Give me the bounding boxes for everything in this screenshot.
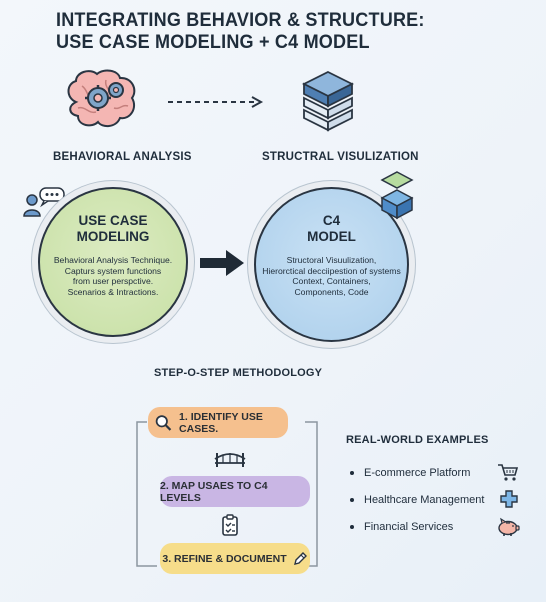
use-case-title-1: USE CASE <box>78 213 148 228</box>
example-ecommerce-label: E-commerce Platform <box>364 467 471 479</box>
use-case-body-4: Scenarios & Intractions. <box>67 286 159 297</box>
c4-body-1: Structoral Visuulization, <box>286 255 377 265</box>
examples-heading: REAL-WORLD EXAMPLES <box>346 434 489 446</box>
step-2-label: 2. MAP USAES TO C4 LEVELS <box>160 479 268 504</box>
medical-cross-icon <box>500 490 518 508</box>
checklist-icon <box>222 514 238 536</box>
page-title: INTEGRATING BEHAVIOR & STRUCTURE: USE CA… <box>56 10 425 54</box>
layered-blocks-icon <box>301 70 355 132</box>
c4-title-2: MODEL <box>307 229 356 244</box>
step-3-label: 3. REFINE & DOCUMENT <box>162 552 287 565</box>
step-1-pill: 1. IDENTIFY USE CASES. <box>148 407 288 438</box>
use-case-body-2: Capturs system functions <box>64 265 162 276</box>
steps-bracket <box>136 421 318 567</box>
title-line-1: INTEGRATING BEHAVIOR & STRUCTURE: <box>56 10 425 31</box>
brain-icon <box>67 69 136 128</box>
dashed-arrow <box>168 96 264 108</box>
example-financial: Financial Services <box>350 521 453 533</box>
pencil-icon <box>293 551 307 565</box>
bullet <box>350 525 354 529</box>
c4-body-4: Components, Code <box>294 286 369 297</box>
example-financial-label: Financial Services <box>364 521 454 533</box>
title-line-2: USE CASE MODELING + C4 MODEL <box>56 32 370 53</box>
bullet <box>350 471 354 475</box>
c4-title-1: C4 <box>322 213 341 228</box>
step-3-pill: 3. REFINE & DOCUMENT <box>160 543 310 574</box>
c4-body-3: Context, Containers, <box>292 276 371 286</box>
example-healthcare: Healthcare Management <box>350 494 484 506</box>
step-2-pill: 2. MAP USAES TO C4 LEVELS <box>160 476 310 507</box>
use-case-body-1: Behavioral Analysis Technique. <box>53 255 173 265</box>
use-case-modeling-circle: USE CASE MODELING Behavioral Analysis Te… <box>38 187 188 337</box>
methodology-heading: STEP-O-STEP METHODOLOGY <box>154 367 323 379</box>
user-chat-icon <box>23 187 65 217</box>
example-ecommerce: E-commerce Platform <box>350 467 470 479</box>
c4-model-circle: C4 MODEL Structoral Visuulization, Hiero… <box>254 187 409 342</box>
use-case-title-2: MODELING <box>76 229 150 244</box>
bridge-icon <box>214 453 246 467</box>
example-healthcare-label: Healthcare Management <box>364 494 485 506</box>
cube-stack-icon <box>380 171 414 220</box>
use-case-body-3: from user perspctive. <box>72 276 154 286</box>
behavioral-analysis-label: BEHAVIORAL ANALYSIS <box>53 151 192 163</box>
step-1-label: 1. IDENTIFY USE CASES. <box>179 410 263 435</box>
structural-visualization-label: STRUCTRAL VISULIZATION <box>262 151 419 163</box>
right-arrow-icon <box>200 250 244 276</box>
piggy-bank-icon <box>498 517 520 536</box>
shopping-cart-icon <box>498 464 519 481</box>
magnifier-icon <box>155 414 172 431</box>
bullet <box>350 498 354 502</box>
c4-body-2: Hierorctical decciipestion of systems <box>262 265 401 276</box>
